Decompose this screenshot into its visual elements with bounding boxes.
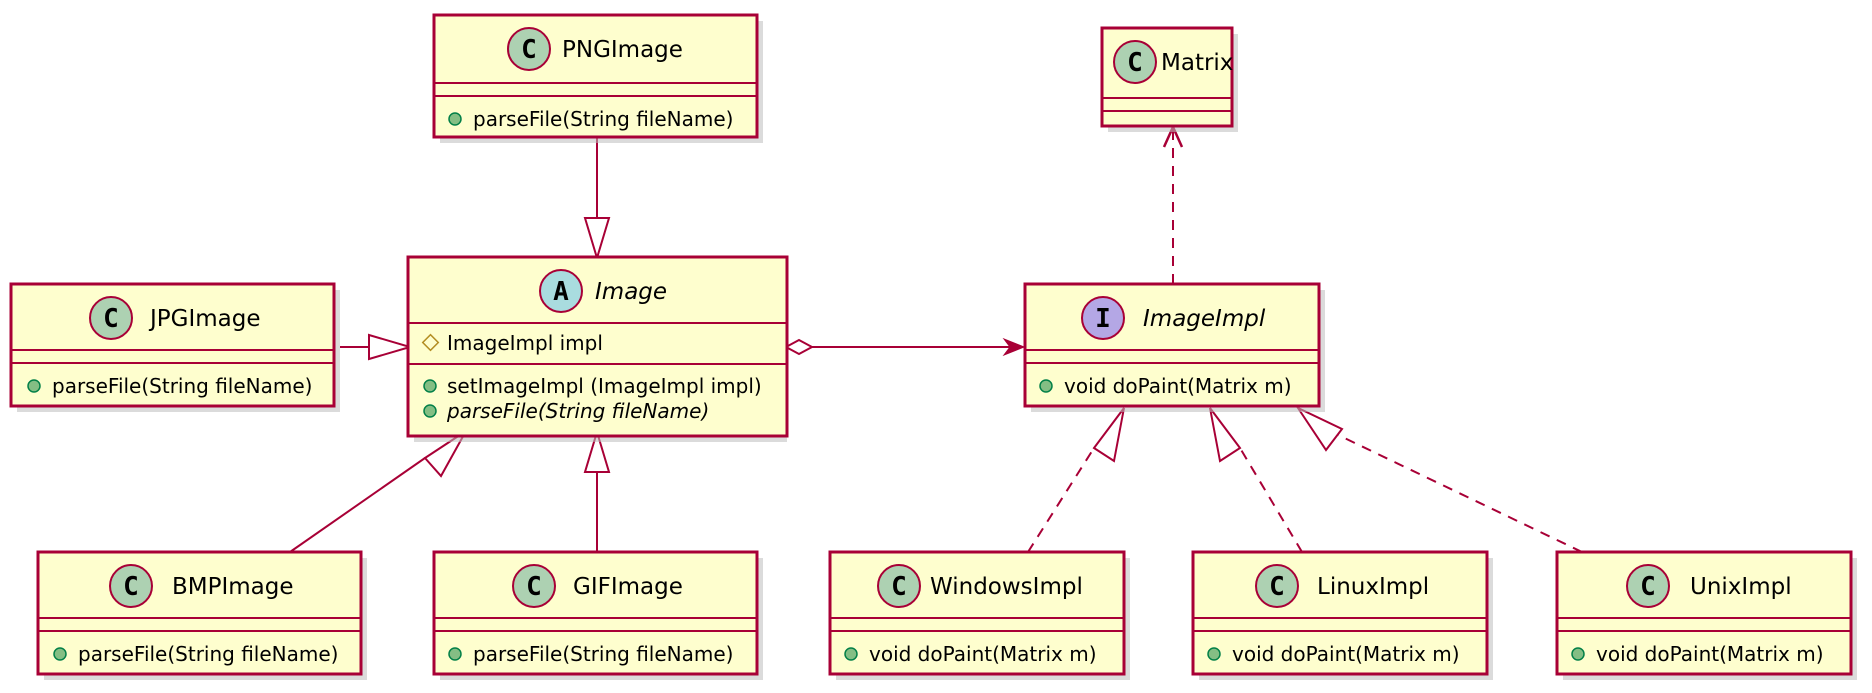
interface-stereotype-icon: I xyxy=(1081,296,1125,340)
bmp-extends-image-edge xyxy=(289,430,467,553)
class-bmpimage[interactable]: C BMPImage parseFile(String fileName) xyxy=(36,550,367,680)
public-visibility-icon xyxy=(27,379,41,393)
jpg-extends-image-edge xyxy=(340,333,414,361)
method: void doPaint(Matrix m) xyxy=(869,642,1097,666)
class-image[interactable]: A Image ImageImpl impl setImageImpl (Ima… xyxy=(406,255,789,442)
class-name: UnixImpl xyxy=(1690,574,1792,600)
svg-text:C: C xyxy=(891,572,907,602)
class-stereotype-icon: C xyxy=(89,296,133,340)
class-stereotype-icon: C xyxy=(507,27,551,71)
windows-implements-imageimpl-edge xyxy=(1027,407,1125,553)
class-stereotype-icon: C xyxy=(512,564,556,608)
class-name: WindowsImpl xyxy=(930,574,1083,600)
class-name: PNGImage xyxy=(562,37,683,63)
class-jpgimage[interactable]: C JPGImage parseFile(String fileName) xyxy=(9,282,340,412)
class-matrix[interactable]: C Matrix xyxy=(1100,26,1238,132)
svg-text:C: C xyxy=(1127,48,1143,78)
protected-visibility-icon xyxy=(421,333,440,352)
svg-text:C: C xyxy=(103,304,119,334)
svg-text:C: C xyxy=(521,35,537,65)
gif-extends-image-edge xyxy=(583,428,611,552)
public-visibility-icon xyxy=(448,647,462,661)
class-name: GIFImage xyxy=(573,574,683,600)
class-stereotype-icon: C xyxy=(1255,564,1299,608)
class-linuximpl[interactable]: C LinuxImpl void doPaint(Matrix m) xyxy=(1191,550,1493,680)
public-visibility-icon xyxy=(423,404,437,418)
imageimpl-uses-matrix-edge xyxy=(1162,123,1184,284)
public-visibility-icon xyxy=(1571,647,1585,661)
class-name: JPGImage xyxy=(148,306,261,332)
svg-text:C: C xyxy=(526,572,542,602)
method: parseFile(String fileName) xyxy=(78,642,338,666)
class-name: Image xyxy=(595,279,667,305)
method: parseFile(String fileName) xyxy=(52,374,312,398)
field: ImageImpl impl xyxy=(447,331,603,355)
public-visibility-icon xyxy=(844,647,858,661)
svg-text:C: C xyxy=(1640,572,1656,602)
svg-text:I: I xyxy=(1095,304,1111,334)
linux-implements-imageimpl-edge xyxy=(1209,407,1303,553)
abstract-method: parseFile(String fileName) xyxy=(446,399,709,423)
method: void doPaint(Matrix m) xyxy=(1064,374,1292,398)
public-visibility-icon xyxy=(448,112,462,126)
class-name: Matrix xyxy=(1161,50,1233,76)
class-stereotype-icon: C xyxy=(1113,40,1157,84)
svg-text:C: C xyxy=(123,572,139,602)
image-aggregates-imageimpl-edge xyxy=(783,337,1026,357)
class-gifimage[interactable]: C GIFImage parseFile(String fileName) xyxy=(432,550,763,680)
class-windowsimpl[interactable]: C WindowsImpl void doPaint(Matrix m) xyxy=(828,550,1130,680)
class-name: ImageImpl xyxy=(1143,306,1266,332)
public-visibility-icon xyxy=(53,647,67,661)
class-stereotype-icon: C xyxy=(1626,564,1670,608)
class-name: LinuxImpl xyxy=(1317,574,1429,600)
interface-imageimpl[interactable]: I ImageImpl void doPaint(Matrix m) xyxy=(1023,282,1325,412)
method: void doPaint(Matrix m) xyxy=(1232,642,1460,666)
svg-text:A: A xyxy=(553,277,569,307)
method: setImageImpl (ImageImpl impl) xyxy=(447,374,762,398)
class-uniximpl[interactable]: C UnixImpl void doPaint(Matrix m) xyxy=(1555,550,1857,680)
class-stereotype-icon: C xyxy=(109,564,153,608)
unix-implements-imageimpl-edge xyxy=(1295,405,1583,553)
relationships xyxy=(289,123,1583,553)
public-visibility-icon xyxy=(1207,647,1221,661)
class-pngimage[interactable]: C PNGImage parseFile(String fileName) xyxy=(432,13,763,143)
svg-text:C: C xyxy=(1269,572,1285,602)
method: void doPaint(Matrix m) xyxy=(1596,642,1824,666)
public-visibility-icon xyxy=(423,379,437,393)
abstract-stereotype-icon: A xyxy=(539,269,583,313)
method: parseFile(String fileName) xyxy=(473,107,733,131)
class-name: BMPImage xyxy=(172,574,294,600)
png-extends-image-edge xyxy=(583,138,611,262)
method: parseFile(String fileName) xyxy=(473,642,733,666)
class-stereotype-icon: C xyxy=(877,564,921,608)
public-visibility-icon xyxy=(1039,379,1053,393)
